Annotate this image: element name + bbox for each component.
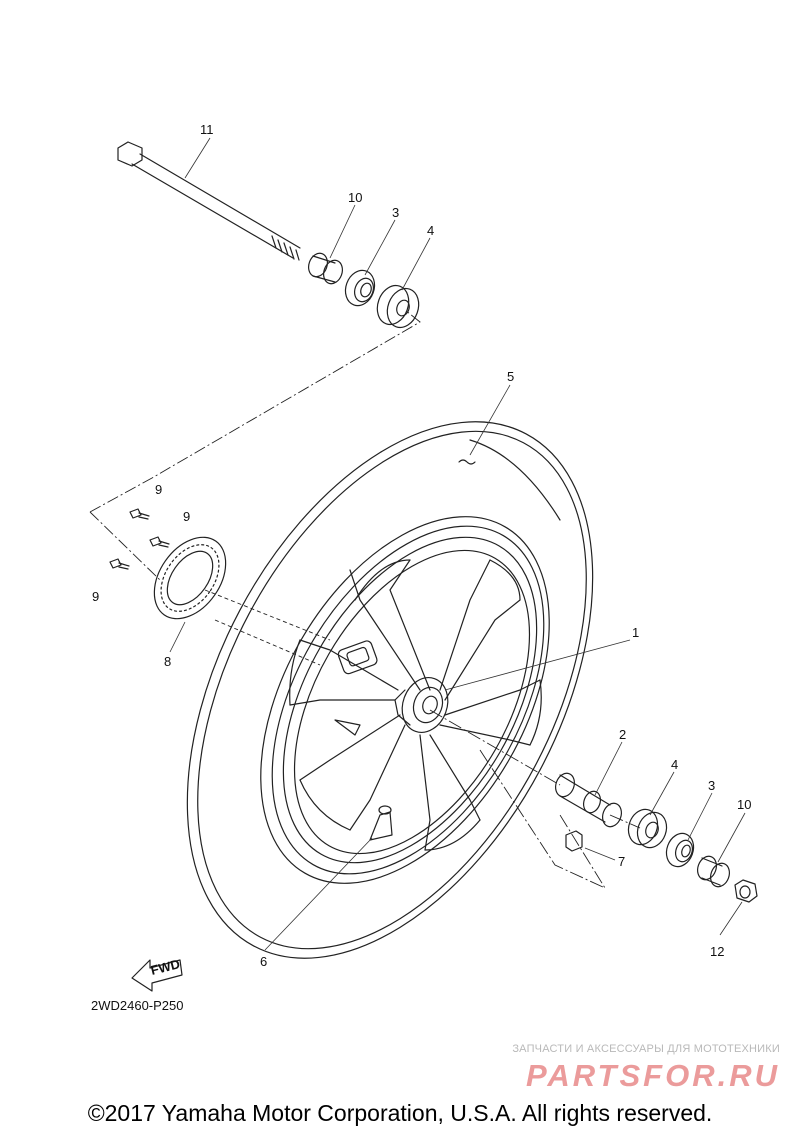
- bearing-top: [376, 284, 420, 329]
- callout-3-top: 3: [392, 205, 399, 220]
- callout-8: 8: [164, 654, 171, 669]
- wheel-rim: [260, 516, 550, 884]
- collar-top: [307, 252, 344, 285]
- assembly-line-axle-right: [429, 709, 641, 890]
- screws: [109, 508, 170, 570]
- callout-6: 6: [260, 954, 267, 969]
- bearing-bottom: [627, 808, 668, 849]
- clip: [565, 830, 583, 852]
- callout-9-a: 9: [155, 482, 162, 497]
- fwd-label: FWD: [149, 956, 181, 978]
- callout-5: 5: [507, 369, 514, 384]
- callout-10-top: 10: [348, 190, 362, 205]
- axle: [117, 141, 301, 261]
- assembly-line-axle: [89, 309, 421, 581]
- callout-4-top: 4: [427, 223, 434, 238]
- callout-9-b: 9: [183, 509, 190, 524]
- watermark-logo: PARTSFOR.RU: [525, 1058, 780, 1093]
- fwd-arrow-icon: [131, 959, 183, 992]
- callout-7: 7: [618, 854, 625, 869]
- callout-11: 11: [200, 122, 214, 137]
- wheel-hub: [394, 677, 449, 733]
- oil-seal-top: [344, 269, 376, 307]
- hub-collar: [554, 772, 623, 828]
- oil-seal-bottom: [665, 832, 695, 868]
- watermark-caption: ЗАПЧАСТИ И АКСЕССУАРЫ ДЛЯ МОТОТЕХНИКИ: [512, 1043, 780, 1055]
- callout-12: 12: [710, 944, 724, 959]
- callout-4-bottom: 4: [671, 757, 678, 772]
- callout-2: 2: [619, 727, 626, 742]
- callout-10-bottom: 10: [737, 797, 751, 812]
- callout-9-c: 9: [92, 589, 99, 604]
- wheel-spokes: [289, 559, 542, 851]
- tire: [186, 421, 594, 959]
- copyright-notice: ©2017 Yamaha Motor Corporation, U.S.A. A…: [87, 1100, 713, 1126]
- callout-3-bottom: 3: [708, 778, 715, 793]
- sensor-rotor: [153, 536, 227, 620]
- assembly-line-rotor: [204, 589, 331, 666]
- valve: [369, 805, 393, 841]
- diagram-code: 2WD2460-P250: [91, 998, 184, 1013]
- leader-lines: [169, 137, 746, 951]
- collar-bottom: [696, 855, 731, 888]
- callout-1: 1: [632, 625, 639, 640]
- axle-nut: [734, 879, 758, 903]
